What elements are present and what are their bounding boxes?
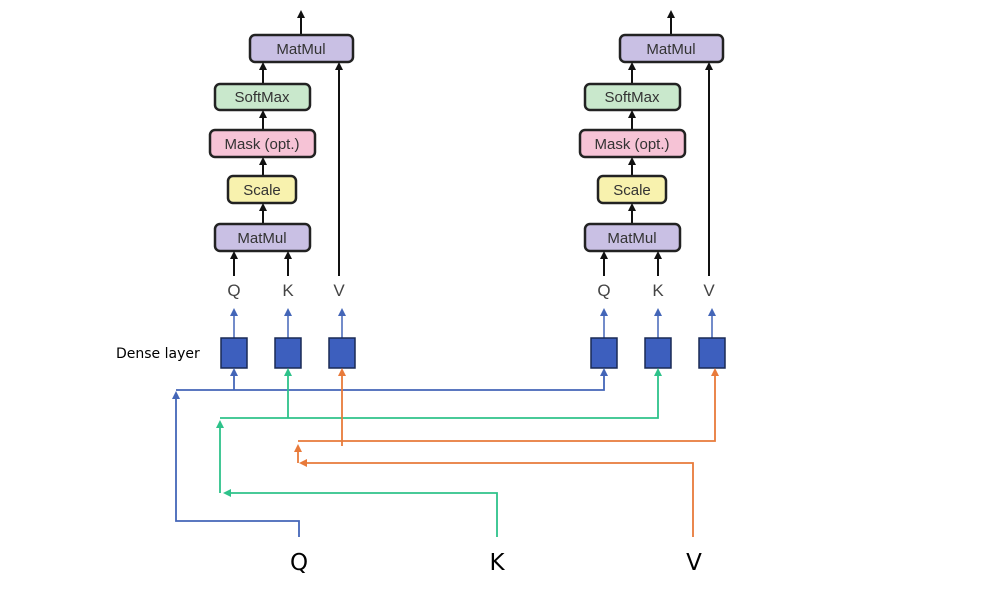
scale-label: Scale <box>613 182 651 199</box>
scale-label: Scale <box>243 182 281 199</box>
block-q-label: Q <box>597 281 610 300</box>
dense-layer-label: Dense layer <box>116 346 200 362</box>
dense-layer-boxes <box>220 308 726 369</box>
matmul-bottom-box <box>213 222 312 253</box>
dense-box-q-left <box>220 337 248 369</box>
q-routing-lines <box>172 368 608 537</box>
matmul-top-box <box>618 33 725 64</box>
mask-label: Mask (opt.) <box>224 136 299 153</box>
matmul-top-label: MatMul <box>646 41 695 58</box>
matmul-top-label: MatMul <box>276 41 325 58</box>
attention-block-right: MatMul SoftMax Mask (opt.) Scale MatMul … <box>578 10 725 300</box>
mask-label: Mask (opt.) <box>594 136 669 153</box>
matmul-bottom-box <box>583 222 682 253</box>
dense-box-k-right <box>644 337 672 369</box>
dense-box-q-right <box>590 337 618 369</box>
dense-box-v-left <box>328 337 356 369</box>
softmax-label: SoftMax <box>234 89 290 106</box>
block-q-label: Q <box>227 281 240 300</box>
matmul-top-box <box>248 33 355 64</box>
input-q-label: Q <box>290 550 308 576</box>
block-k-label: K <box>652 281 664 300</box>
dense-box-k-left <box>274 337 302 369</box>
v-routing-lines <box>294 368 719 537</box>
matmul-bottom-label: MatMul <box>237 230 286 247</box>
dense-box-v-right <box>698 337 726 369</box>
block-k-label: K <box>282 281 294 300</box>
input-v-label: V <box>686 550 702 576</box>
attention-block-left: MatMul SoftMax Mask (opt.) Scale MatMul … <box>208 10 355 300</box>
k-routing-lines <box>216 368 662 537</box>
input-k-label: K <box>489 550 505 576</box>
block-v-label: V <box>333 281 345 300</box>
block-v-label: V <box>703 281 715 300</box>
matmul-bottom-label: MatMul <box>607 230 656 247</box>
softmax-label: SoftMax <box>604 89 660 106</box>
